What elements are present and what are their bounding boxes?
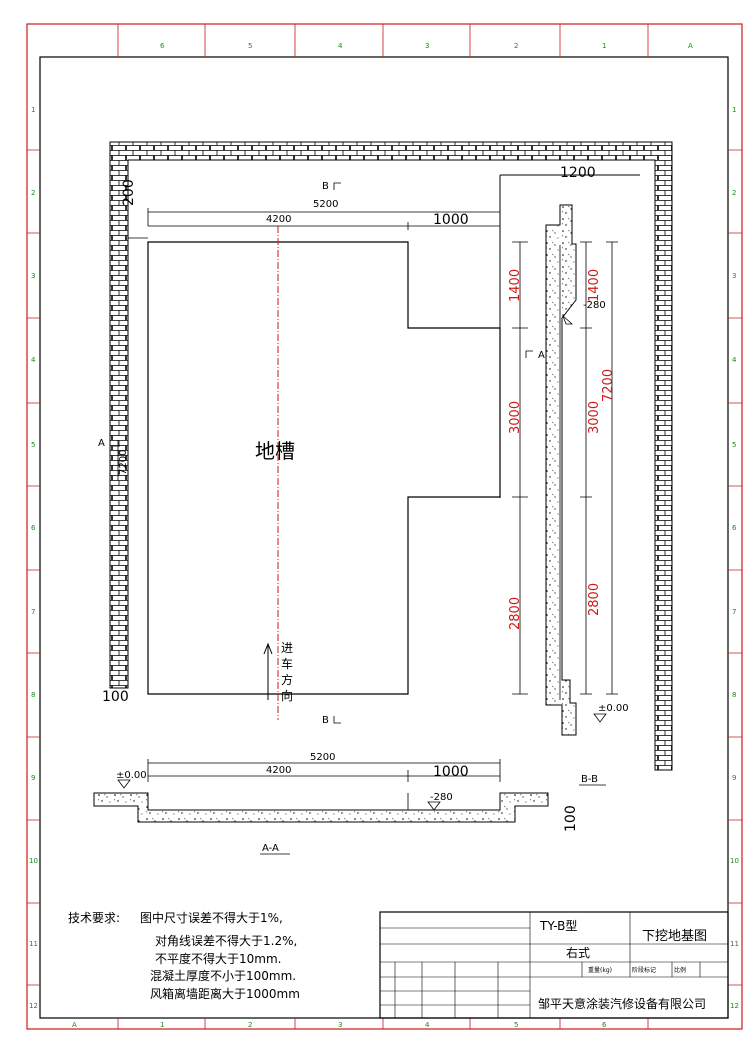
svg-text:A: A <box>688 42 693 50</box>
svg-text:7: 7 <box>31 608 35 616</box>
svg-text:9: 9 <box>31 774 35 782</box>
svg-text:12: 12 <box>29 1002 38 1010</box>
svg-text:3: 3 <box>425 42 429 50</box>
marker-b-top: B <box>322 181 329 192</box>
svg-text:2: 2 <box>732 189 736 197</box>
svg-text:3: 3 <box>732 272 736 280</box>
direction-char-4: 向 <box>281 688 293 703</box>
svg-text:4: 4 <box>732 356 737 364</box>
svg-text:6: 6 <box>602 1021 607 1029</box>
dim-2800-a: 2800 <box>508 597 523 630</box>
aa-depth-280: -280 <box>430 792 453 803</box>
svg-text:10: 10 <box>730 857 739 865</box>
aa-dim-4200: 4200 <box>266 765 291 776</box>
svg-text:6: 6 <box>732 524 737 532</box>
tech-line-1: 图中尺寸误差不得大于1%, <box>140 910 283 925</box>
direction-char-3: 方 <box>281 672 293 687</box>
title-weight-label: 重量(kg) <box>588 966 612 974</box>
bb-level: ±0.00 <box>598 703 629 714</box>
title-ratio-label: 比例 <box>674 966 686 974</box>
bb-dim-3000: 3000 <box>587 401 602 434</box>
title-block: TY-B型 右式 下挖地基图 邹平天意涂装汽修设备有限公司 重量(kg) 阶段标… <box>379 911 729 1019</box>
svg-text:1: 1 <box>732 106 736 114</box>
aa-dim-1000: 1000 <box>433 764 469 780</box>
svg-text:4: 4 <box>338 42 343 50</box>
title-drawing-name: 下挖地基图 <box>642 929 707 944</box>
tech-line-3: 不平度不得大于10mm. <box>155 951 281 966</box>
tech-line-2: 对角线误差不得大于1.2%, <box>155 933 297 948</box>
section-bb: 1400 3000 2800 7200 -280 ±0.00 B-B <box>545 204 629 786</box>
svg-text:8: 8 <box>732 691 736 699</box>
aa-title: A-A <box>262 843 279 854</box>
aa-concrete <box>93 792 549 823</box>
title-stage-label: 阶段标记 <box>632 966 656 974</box>
svg-text:6: 6 <box>31 524 36 532</box>
svg-text:1: 1 <box>31 106 35 114</box>
brick-wall <box>109 141 673 771</box>
dim-3000-a: 3000 <box>508 401 523 434</box>
svg-text:1: 1 <box>160 1021 164 1029</box>
svg-text:4: 4 <box>425 1021 430 1029</box>
svg-text:5: 5 <box>248 42 252 50</box>
svg-text:2: 2 <box>31 189 35 197</box>
svg-text:2: 2 <box>248 1021 252 1029</box>
svg-text:2: 2 <box>514 42 518 50</box>
aa-level: ±0.00 <box>116 770 147 781</box>
svg-text:6: 6 <box>160 42 165 50</box>
dim-1400-a: 1400 <box>508 269 523 302</box>
bb-concrete <box>545 204 577 736</box>
svg-text:9: 9 <box>732 774 736 782</box>
tech-heading: 技术要求: <box>68 911 120 925</box>
bb-dim-1400: 1400 <box>587 269 602 302</box>
title-company: 邹平天意涂装汽修设备有限公司 <box>538 996 706 1011</box>
svg-text:5: 5 <box>514 1021 518 1029</box>
title-variant: 右式 <box>566 945 590 960</box>
marker-a-left: A <box>98 438 105 449</box>
bb-depth-280: -280 <box>583 300 606 311</box>
bb-dim-7200: 7200 <box>601 369 616 402</box>
section-aa: 5200 4200 1000 ±0.00 -280 100 A-A <box>93 752 579 855</box>
aa-dim-100: 100 <box>563 805 579 832</box>
pit-outline <box>147 241 501 695</box>
dim-4200: 4200 <box>266 214 291 225</box>
dim-5200: 5200 <box>313 199 338 210</box>
svg-text:11: 11 <box>730 940 739 948</box>
dim-1200: 1200 <box>560 165 596 181</box>
tech-line-4: 混凝土厚度不小于100mm. <box>150 968 296 983</box>
marker-b-bottom: B <box>322 715 329 726</box>
dim-100: 100 <box>102 689 129 705</box>
bb-title: B-B <box>581 774 598 785</box>
svg-text:11: 11 <box>29 940 38 948</box>
direction-char-2: 车 <box>281 656 293 671</box>
aa-dim-5200: 5200 <box>310 752 335 763</box>
svg-text:7: 7 <box>732 608 736 616</box>
svg-text:5: 5 <box>31 441 35 449</box>
svg-text:5: 5 <box>732 441 736 449</box>
dim-1000: 1000 <box>433 212 469 228</box>
dim-7200-side: 7200 <box>118 450 129 475</box>
title-model: TY-B型 <box>539 919 577 933</box>
tech-line-5: 风箱离墙距离大于1000mm <box>150 986 300 1001</box>
marker-a-right: A <box>538 350 545 361</box>
dim-200: 200 <box>121 179 137 206</box>
svg-text:3: 3 <box>31 272 35 280</box>
plan-view: 5200 4200 1000 1200 200 100 A 7200 B B 1… <box>98 141 673 771</box>
svg-text:10: 10 <box>29 857 38 865</box>
svg-text:12: 12 <box>730 1002 739 1010</box>
bb-dim-2800: 2800 <box>587 583 602 616</box>
tech-requirements: 技术要求: 图中尺寸误差不得大于1%, 对角线误差不得大于1.2%, 不平度不得… <box>68 910 300 1001</box>
svg-text:8: 8 <box>31 691 35 699</box>
svg-text:A: A <box>72 1021 77 1029</box>
svg-text:3: 3 <box>338 1021 342 1029</box>
direction-char-1: 进 <box>281 641 293 655</box>
svg-text:4: 4 <box>31 356 36 364</box>
svg-text:1: 1 <box>602 42 606 50</box>
pit-title: 地槽 <box>255 439 295 463</box>
